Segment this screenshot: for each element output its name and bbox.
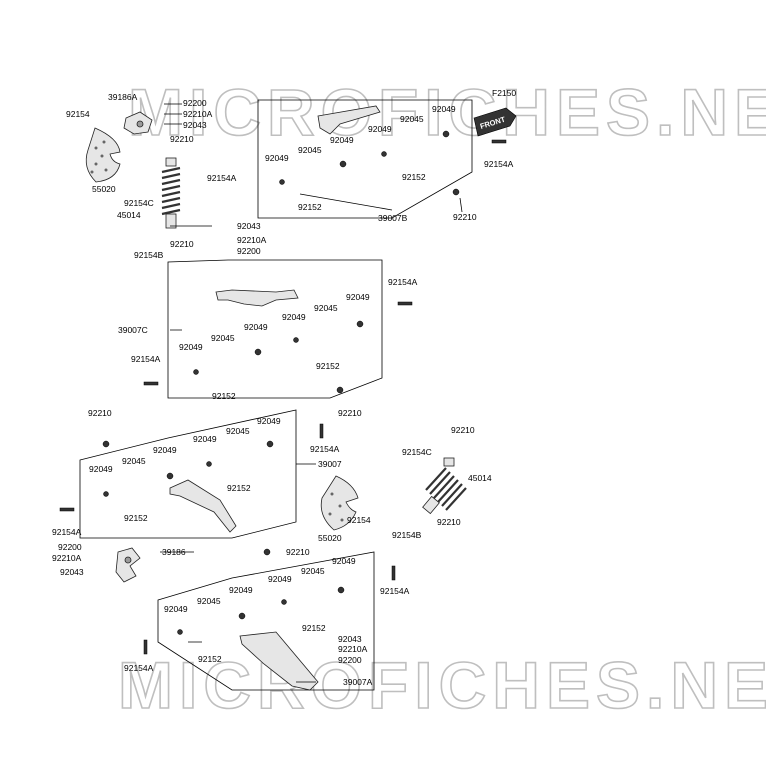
label-92154C: 92154C bbox=[402, 447, 432, 457]
label-45014: 45014 bbox=[117, 210, 141, 220]
label-92154: 92154 bbox=[347, 515, 371, 525]
label-55020: 55020 bbox=[318, 533, 342, 543]
label-92049: 92049 bbox=[179, 342, 203, 352]
frame-39007 bbox=[79, 409, 297, 539]
label-39007C: 39007C bbox=[118, 325, 148, 335]
label-92043: 92043 bbox=[183, 120, 207, 130]
label-92210: 92210 bbox=[170, 239, 194, 249]
label-92154A: 92154A bbox=[388, 277, 418, 287]
label-92049: 92049 bbox=[265, 153, 289, 163]
shock-absorber-upper-icon bbox=[161, 157, 181, 229]
label-92049: 92049 bbox=[368, 124, 392, 134]
label-92154A: 92154A bbox=[380, 586, 410, 596]
label-45014: 45014 bbox=[468, 473, 492, 483]
label-39186: 39186 bbox=[162, 547, 186, 557]
label-92154A: 92154A bbox=[131, 354, 161, 364]
lower-arm-39007-icon bbox=[169, 479, 237, 533]
label-92210: 92210 bbox=[453, 212, 477, 222]
front-arrow-icon bbox=[473, 107, 517, 137]
frame-39007C bbox=[167, 259, 383, 399]
label-39007A: 39007A bbox=[343, 677, 373, 687]
label-92154A: 92154A bbox=[310, 444, 340, 454]
label-92049: 92049 bbox=[193, 434, 217, 444]
shock-absorber-lower-icon bbox=[422, 457, 467, 515]
label-92200: 92200 bbox=[237, 246, 261, 256]
label-92210: 92210 bbox=[451, 425, 475, 435]
label-92210A: 92210A bbox=[52, 553, 82, 563]
frame-39007A bbox=[157, 551, 375, 691]
label-92043: 92043 bbox=[60, 567, 84, 577]
label-92154C: 92154C bbox=[124, 198, 154, 208]
label-92045: 92045 bbox=[197, 596, 221, 606]
label-92200: 92200 bbox=[183, 98, 207, 108]
lower-arm-39007A-icon bbox=[239, 631, 319, 691]
label-92049: 92049 bbox=[89, 464, 113, 474]
label-92049: 92049 bbox=[257, 416, 281, 426]
label-92154A: 92154A bbox=[124, 663, 154, 673]
label-92210: 92210 bbox=[338, 408, 362, 418]
label-39186A: 39186A bbox=[108, 92, 138, 102]
frame-39007B bbox=[257, 99, 473, 219]
label-92045: 92045 bbox=[298, 145, 322, 155]
label-39007B: 39007B bbox=[378, 213, 408, 223]
label-92154: 92154 bbox=[66, 109, 90, 119]
label-92154A: 92154A bbox=[207, 173, 237, 183]
label-92152: 92152 bbox=[227, 483, 251, 493]
label-92049: 92049 bbox=[332, 556, 356, 566]
label-92152: 92152 bbox=[124, 513, 148, 523]
label-92154B: 92154B bbox=[134, 250, 164, 260]
label-92049: 92049 bbox=[164, 604, 188, 614]
label-92210: 92210 bbox=[170, 134, 194, 144]
label-92049: 92049 bbox=[244, 322, 268, 332]
label-92210A: 92210A bbox=[237, 235, 267, 245]
label-92154A: 92154A bbox=[484, 159, 514, 169]
label-92045: 92045 bbox=[122, 456, 146, 466]
label-55020: 55020 bbox=[92, 184, 116, 194]
upper-arm-39007C-icon bbox=[215, 289, 299, 307]
label-92045: 92045 bbox=[226, 426, 250, 436]
label-92200: 92200 bbox=[338, 655, 362, 665]
label-92210: 92210 bbox=[437, 517, 461, 527]
hardware-icons bbox=[59, 130, 507, 655]
label-92045: 92045 bbox=[301, 566, 325, 576]
label-92049: 92049 bbox=[346, 292, 370, 302]
label-92152: 92152 bbox=[198, 654, 222, 664]
label-92200: 92200 bbox=[58, 542, 82, 552]
label-92049: 92049 bbox=[153, 445, 177, 455]
knuckle-39186A-icon bbox=[123, 111, 153, 135]
label-92045: 92045 bbox=[400, 114, 424, 124]
label-39007: 39007 bbox=[318, 459, 342, 469]
label-92152: 92152 bbox=[212, 391, 236, 401]
page-code: F2150 bbox=[492, 88, 516, 98]
label-92152: 92152 bbox=[402, 172, 426, 182]
knuckle-39186-icon bbox=[115, 547, 141, 583]
label-92210A: 92210A bbox=[183, 109, 213, 119]
label-92049: 92049 bbox=[432, 104, 456, 114]
part-labels: F2150 92154 39186A 92200 92210A 92043 92… bbox=[52, 88, 516, 687]
label-92043: 92043 bbox=[338, 634, 362, 644]
label-92210: 92210 bbox=[88, 408, 112, 418]
label-92045: 92045 bbox=[314, 303, 338, 313]
label-92049: 92049 bbox=[282, 312, 306, 322]
label-92210: 92210 bbox=[286, 547, 310, 557]
watermark-bottom: MICROFICHES.NET bbox=[118, 648, 766, 722]
brake-disc-lower-icon bbox=[320, 475, 359, 531]
label-92152: 92152 bbox=[302, 623, 326, 633]
label-92154B: 92154B bbox=[392, 530, 422, 540]
label-92154A: 92154A bbox=[52, 527, 82, 537]
label-92043: 92043 bbox=[237, 221, 261, 231]
label-92049: 92049 bbox=[268, 574, 292, 584]
upper-arm-39007B-icon bbox=[317, 105, 381, 135]
label-92049: 92049 bbox=[330, 135, 354, 145]
label-92210A: 92210A bbox=[338, 644, 368, 654]
label-92045: 92045 bbox=[211, 333, 235, 343]
brake-disc-upper-icon bbox=[85, 127, 121, 183]
watermark-top: MICROFICHES.NET bbox=[128, 75, 766, 149]
label-92152: 92152 bbox=[316, 361, 340, 371]
label-92152: 92152 bbox=[298, 202, 322, 212]
label-92049: 92049 bbox=[229, 585, 253, 595]
